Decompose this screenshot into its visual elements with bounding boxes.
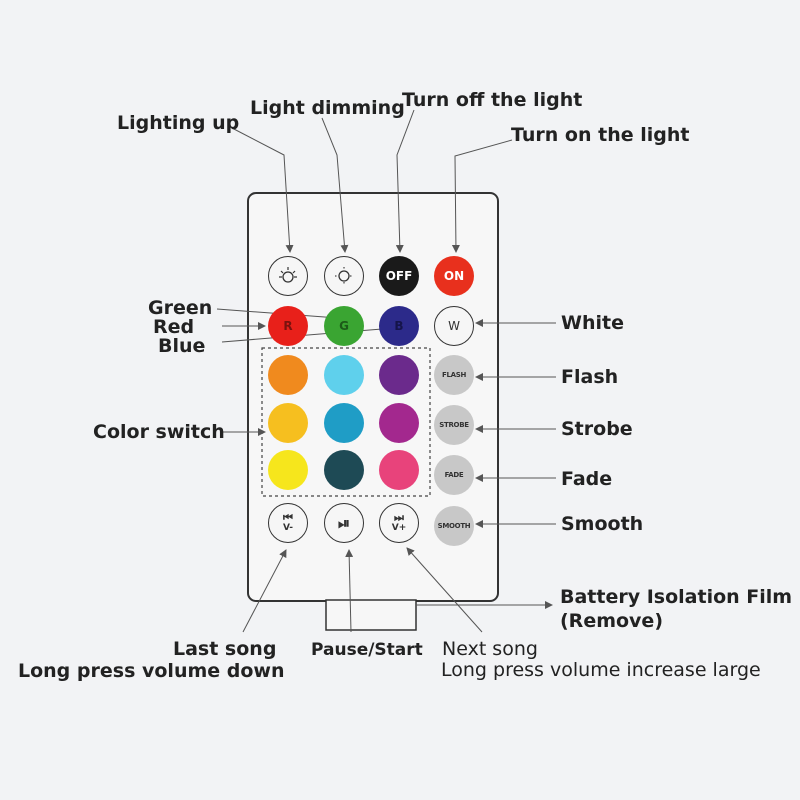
next-sub-label: V+ (391, 523, 407, 533)
previous-sub-label: V- (282, 523, 294, 533)
previous-song-button[interactable]: ⏮ V- (268, 503, 308, 543)
play-pause-icon: ⏯ (337, 513, 350, 532)
label-turn-on: Turn on the light (511, 124, 690, 146)
line-turn-on (451, 139, 513, 253)
line-light-dimming (321, 117, 349, 253)
color-swatch-cyan[interactable] (324, 403, 364, 443)
label-light-dimming: Light dimming (250, 97, 405, 119)
on-button[interactable]: ON (434, 256, 474, 296)
label-white: White (561, 312, 624, 334)
color-swatch-yellow[interactable] (268, 450, 308, 490)
label-next-song: Next song (442, 638, 538, 660)
label-battery-film: Battery Isolation Film (560, 586, 793, 608)
label-smooth: Smooth (561, 513, 644, 535)
line-lighting-up (231, 127, 294, 253)
white-button[interactable]: W (434, 306, 474, 346)
sun-down-icon (335, 267, 353, 285)
blue-button[interactable]: B (379, 306, 419, 346)
label-blue: Blue (158, 335, 206, 357)
label-turn-off: Turn off the light (402, 89, 583, 111)
label-color-switch: Color switch (93, 421, 225, 443)
brightness-up-button[interactable] (268, 256, 308, 296)
label-red: Red (153, 316, 195, 338)
flash-button[interactable]: FLASH (434, 355, 474, 395)
color-swatch-purple[interactable] (379, 355, 419, 395)
label-strobe: Strobe (561, 418, 633, 440)
color-swatch-magenta[interactable] (379, 403, 419, 443)
label-last-song-desc: Long press volume down (18, 660, 285, 682)
line-last-song (242, 549, 287, 633)
play-pause-button[interactable]: ⏯ (324, 503, 364, 543)
label-last-song: Last song (173, 638, 277, 660)
color-swatch-amber[interactable] (268, 403, 308, 443)
brightness-down-button[interactable] (324, 256, 364, 296)
label-next-song-desc: Long press volume increase large (441, 659, 761, 681)
next-song-button[interactable]: ⏭ V+ (379, 503, 419, 543)
label-lighting-up: Lighting up (117, 112, 240, 134)
color-switch-box (261, 347, 431, 497)
battery-tab (325, 599, 417, 631)
label-fade: Fade (561, 468, 613, 490)
previous-icon: ⏮ (283, 511, 293, 524)
line-blue (221, 324, 395, 343)
label-battery-remove: (Remove) (560, 610, 664, 632)
sun-up-icon (279, 267, 297, 283)
red-button[interactable]: R (268, 306, 308, 346)
green-button[interactable]: G (324, 306, 364, 346)
off-button[interactable]: OFF (379, 256, 419, 296)
color-swatch-pink[interactable] (379, 450, 419, 490)
color-swatch-light-blue[interactable] (324, 355, 364, 395)
next-icon: ⏭ (394, 511, 404, 524)
color-swatch-dark-teal[interactable] (324, 450, 364, 490)
label-flash: Flash (561, 366, 619, 388)
label-green: Green (148, 297, 213, 319)
strobe-button[interactable]: STROBE (434, 405, 474, 445)
smooth-button[interactable]: SMOOTH (434, 506, 474, 546)
line-next-song (406, 547, 483, 633)
fade-button[interactable]: FADE (434, 455, 474, 495)
color-swatch-orange[interactable] (268, 355, 308, 395)
line-pause (345, 549, 354, 633)
line-turn-off (395, 109, 415, 253)
label-pause-start: Pause/Start (311, 640, 423, 660)
